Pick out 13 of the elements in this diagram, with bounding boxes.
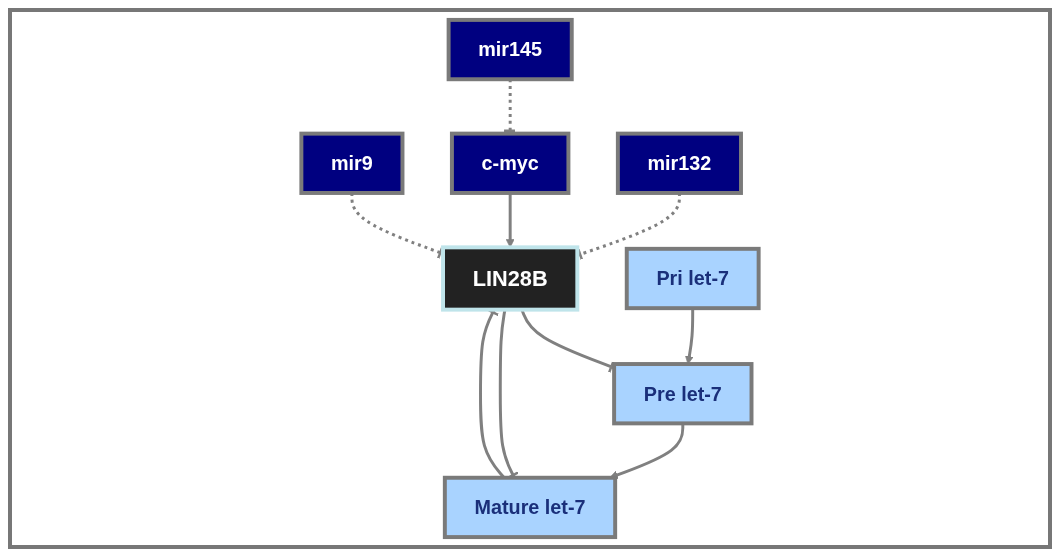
node-box: mir145 <box>446 17 574 82</box>
node-box: mir9 <box>299 131 405 195</box>
connector <box>502 79 518 134</box>
node-box: c-myc <box>449 131 571 195</box>
node-box: Pre let-7 <box>612 362 754 426</box>
connector <box>520 309 615 374</box>
node-box: Pri let-7 <box>624 246 761 311</box>
node-box: Mature let-7 <box>442 475 618 540</box>
node-box: mir132 <box>615 131 743 195</box>
arrow <box>609 423 685 480</box>
arrow <box>505 192 515 248</box>
arrow <box>685 308 695 365</box>
node-box: LIN28B <box>441 245 580 312</box>
